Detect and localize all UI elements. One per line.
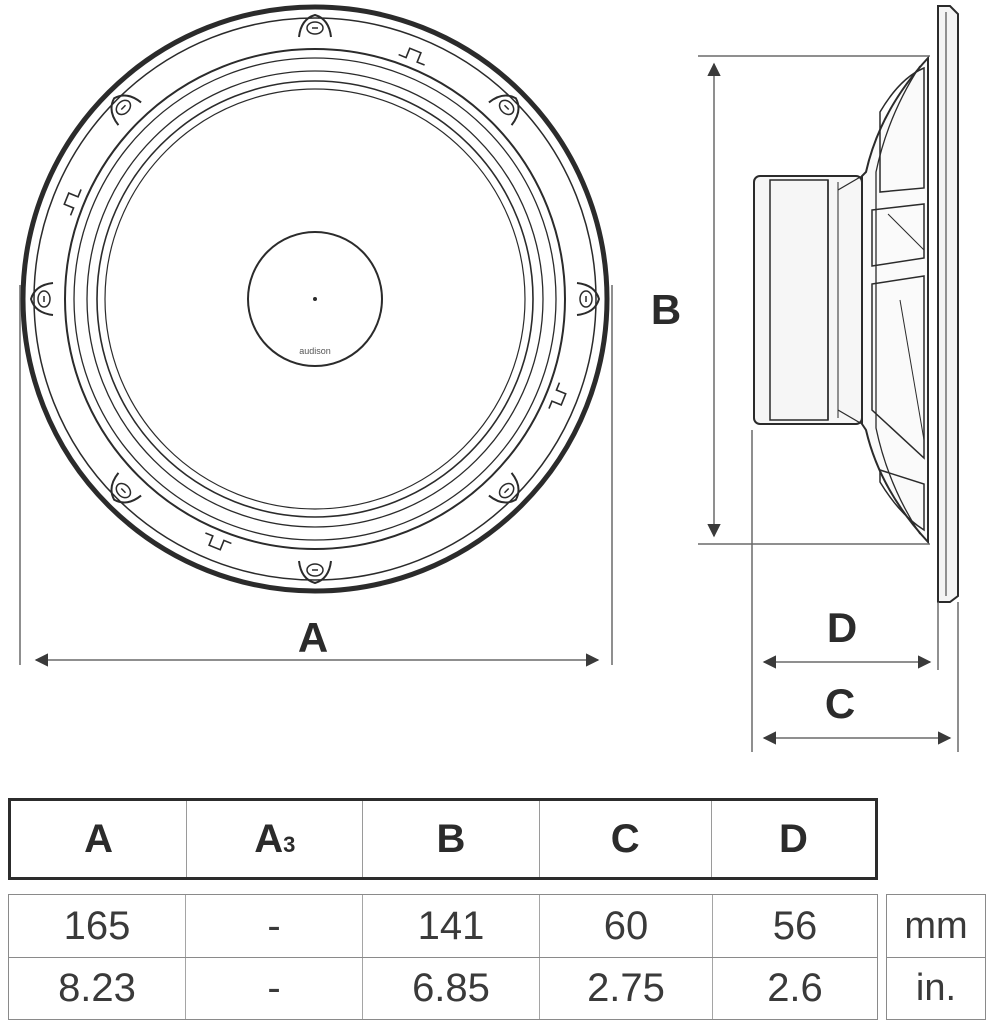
table-row-mm: 165 - 141 60 56 [9, 895, 877, 957]
mounting-hole-6 [110, 472, 142, 504]
mounting-holes [29, 13, 601, 585]
cell-a-in: 8.23 [9, 958, 186, 1019]
dimension-b [698, 55, 930, 545]
cell-b-in: 6.85 [363, 958, 540, 1019]
mounting-hole-2 [488, 94, 520, 126]
frame-notch-3 [205, 532, 232, 551]
header-a: A [11, 801, 188, 877]
unit-in: in. [887, 957, 985, 1019]
header-b: B [363, 801, 540, 877]
mounting-hole-5 [298, 560, 332, 585]
dimension-a-label: A [298, 614, 328, 661]
frame-notch-4 [63, 189, 82, 216]
speaker-side-view [753, 5, 959, 603]
header-a3-subscript: 3 [283, 832, 296, 857]
speaker-front-view [20, 4, 610, 594]
spec-table-body: 165 - 141 60 56 8.23 - 6.85 2.75 2.6 [8, 894, 878, 1020]
header-c: C [540, 801, 712, 877]
frame-notches [63, 47, 567, 551]
dimension-c-label: C [825, 680, 855, 727]
cell-a-mm: 165 [9, 895, 186, 957]
mounting-hole-4 [488, 472, 520, 504]
header-d: D [778, 816, 808, 861]
cell-c-mm: 60 [540, 895, 713, 957]
dimension-d [751, 430, 939, 752]
cell-a3-in: - [186, 958, 363, 1019]
dimension-a [19, 285, 613, 667]
dimension-c [762, 602, 959, 752]
dust-cap [247, 231, 383, 367]
mounting-hole-8 [110, 94, 142, 126]
unit-mm: mm [904, 904, 968, 947]
frame-notch-1 [398, 47, 425, 66]
cell-a3-mm: - [186, 895, 363, 957]
mounting-hole-3 [576, 282, 601, 316]
brand-logo: audison [299, 346, 331, 356]
mounting-hole-7 [29, 282, 54, 316]
mounting-hole-1 [298, 13, 332, 38]
cell-c-in: 2.75 [540, 958, 713, 1019]
unit-column: mm in. [886, 894, 986, 1020]
header-a3-letter: A [254, 816, 284, 861]
speaker-dimension-drawing: audison A B [19, 4, 959, 752]
cell-d-mm: 56 [772, 903, 818, 948]
frame-notch-2 [548, 382, 567, 409]
dimension-b-label: B [651, 286, 681, 333]
table-row-in: 8.23 - 6.85 2.75 2.6 [9, 957, 877, 1019]
cell-b-mm: 141 [363, 895, 540, 957]
dimension-d-label: D [827, 604, 857, 651]
cell-d-in: 2.6 [767, 966, 823, 1010]
